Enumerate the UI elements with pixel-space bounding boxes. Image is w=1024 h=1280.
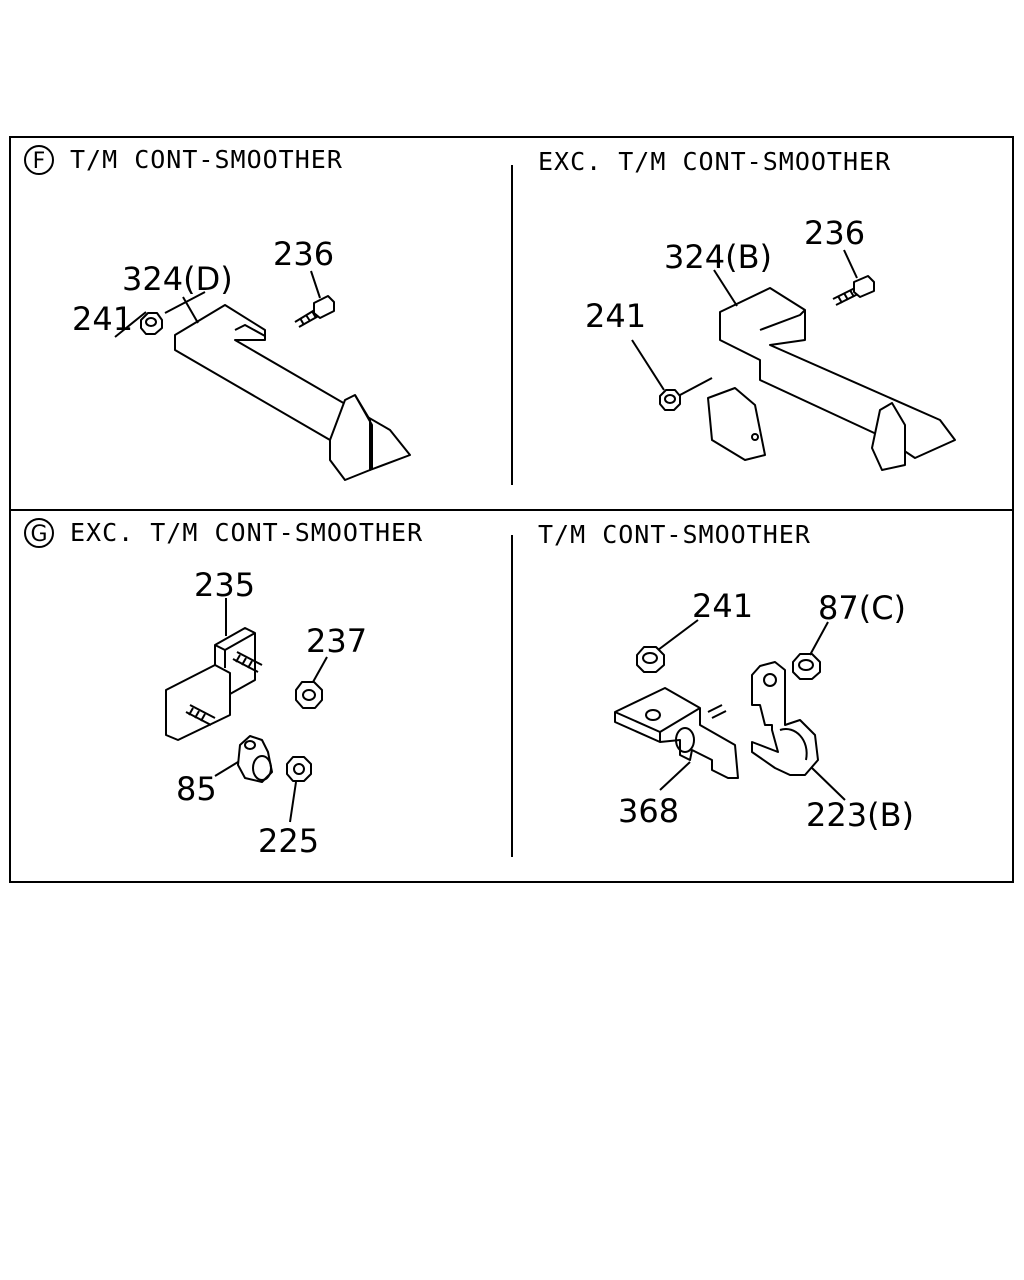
plate-235 xyxy=(165,627,256,741)
callout-85: 85 xyxy=(176,770,217,808)
callout-235: 235 xyxy=(194,566,255,604)
callout-324d-top-left: 324(D) xyxy=(122,260,233,298)
nut-241-c xyxy=(636,646,665,673)
bracket-324b xyxy=(707,287,956,471)
section-marker-f-letter: F xyxy=(33,149,46,174)
callout-223b: 223(B) xyxy=(806,796,914,834)
panel-title-top-right: EXC. T/M CONT-SMOOTHER xyxy=(538,147,891,176)
panel-bottom-left: G EXC. T/M CONT-SMOOTHER xyxy=(24,518,423,860)
stud-upper xyxy=(232,651,263,673)
callout-237: 237 xyxy=(306,622,367,660)
nut-87c xyxy=(792,653,821,680)
bracket-368 xyxy=(614,687,739,779)
callout-225: 225 xyxy=(258,822,319,860)
clamp-223b xyxy=(751,661,819,776)
panel-title-top-left: T/M CONT-SMOOTHER xyxy=(70,145,343,174)
panel-top-right: EXC. T/M CONT-SMOOTHER 241 324(B) xyxy=(538,147,956,471)
section-marker-g-letter: G xyxy=(30,522,47,547)
section-marker-f xyxy=(24,145,54,175)
clip-85 xyxy=(237,735,273,783)
bolt-236-b xyxy=(832,275,875,306)
stud-lower xyxy=(185,704,216,726)
callout-368: 368 xyxy=(618,792,679,830)
callout-87c: 87(C) xyxy=(818,589,906,627)
panel-title-bottom-right: T/M CONT-SMOOTHER xyxy=(538,520,811,549)
bracket-324d xyxy=(174,304,411,481)
callout-324b-top-right: 324(B) xyxy=(664,238,772,276)
callout-241-bottom-right: 241 xyxy=(692,587,753,625)
callout-236-top-left: 236 xyxy=(273,235,334,273)
callout-236-top-right: 236 xyxy=(804,214,865,252)
panel-title-bottom-left: EXC. T/M CONT-SMOOTHER xyxy=(70,518,423,547)
nut-225 xyxy=(286,756,312,782)
panel-bottom-right: T/M CONT-SMOOTHER xyxy=(538,520,914,834)
section-marker-g xyxy=(24,518,54,548)
panel-top-left: F T/M CONT-SMOOTHER 241 324(D) 236 xyxy=(24,145,411,481)
callout-241-top-right: 241 xyxy=(585,297,646,335)
nut-237 xyxy=(295,681,323,709)
nut-241 xyxy=(140,312,163,335)
bolt-236 xyxy=(294,295,335,328)
nut-241-b xyxy=(659,389,681,411)
callout-241-top-left: 241 xyxy=(72,300,133,338)
